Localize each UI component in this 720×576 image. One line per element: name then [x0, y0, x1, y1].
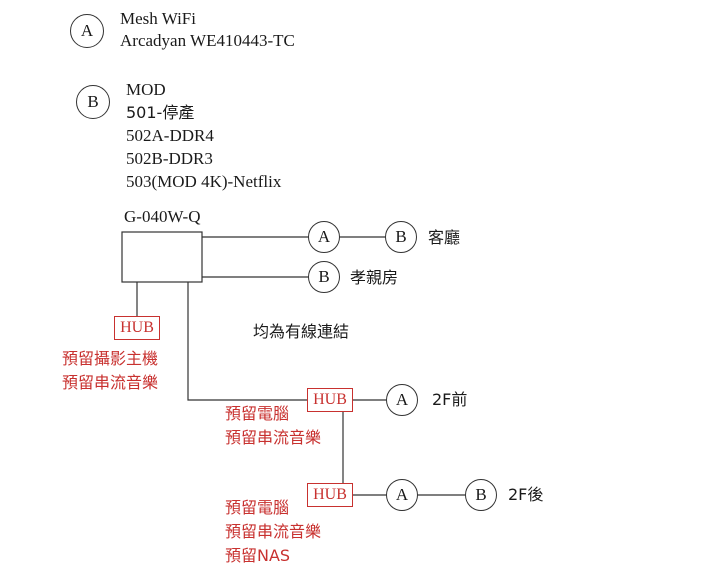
floor2back-b-circle: B	[465, 479, 497, 511]
legend-b-line4: 502B-DDR3	[126, 149, 213, 168]
hub3-reserve2: 預留串流音樂	[225, 522, 322, 541]
hub2-reserve2: 預留串流音樂	[225, 428, 322, 447]
legend-a-line2: Arcadyan WE410443-TC	[120, 31, 295, 50]
floor2back-a-circle: A	[386, 479, 418, 511]
legend-b-line5: 503(MOD 4K)-Netflix	[126, 172, 282, 191]
legend-b-circle: B	[76, 85, 110, 119]
hub1-reserve1: 預留攝影主機	[62, 349, 159, 368]
wired-note: 均為有線連結	[253, 322, 350, 341]
legend-a-circle: A	[70, 14, 104, 48]
legend-b-line2: 501-停產	[126, 103, 195, 122]
hub2-reserve1: 預留電腦	[225, 404, 290, 423]
livingroom-a-circle: A	[308, 221, 340, 253]
legend-b-line1: MOD	[126, 80, 166, 99]
router-label: G-040W-Q	[124, 207, 201, 226]
floor2front-a-circle: A	[386, 384, 418, 416]
parentsroom-b-circle: B	[308, 261, 340, 293]
legend-b-line3: 502A-DDR4	[126, 126, 214, 145]
hub2-box: HUB	[307, 388, 353, 412]
livingroom-b-circle: B	[385, 221, 417, 253]
hub3-box: HUB	[307, 483, 353, 507]
livingroom-label: 客廳	[428, 228, 461, 247]
floor2back-label: 2F後	[508, 485, 544, 504]
hub3-reserve3: 預留NAS	[225, 546, 291, 565]
floor2front-label: 2F前	[432, 390, 468, 409]
legend-a-line1: Mesh WiFi	[120, 9, 196, 28]
link-router-hub2	[187, 282, 308, 401]
parentsroom-label: 孝親房	[350, 268, 399, 287]
hub3-reserve1: 預留電腦	[225, 498, 290, 517]
hub1-box: HUB	[114, 316, 160, 340]
hub1-reserve2: 預留串流音樂	[62, 373, 159, 392]
router-box	[121, 231, 203, 283]
